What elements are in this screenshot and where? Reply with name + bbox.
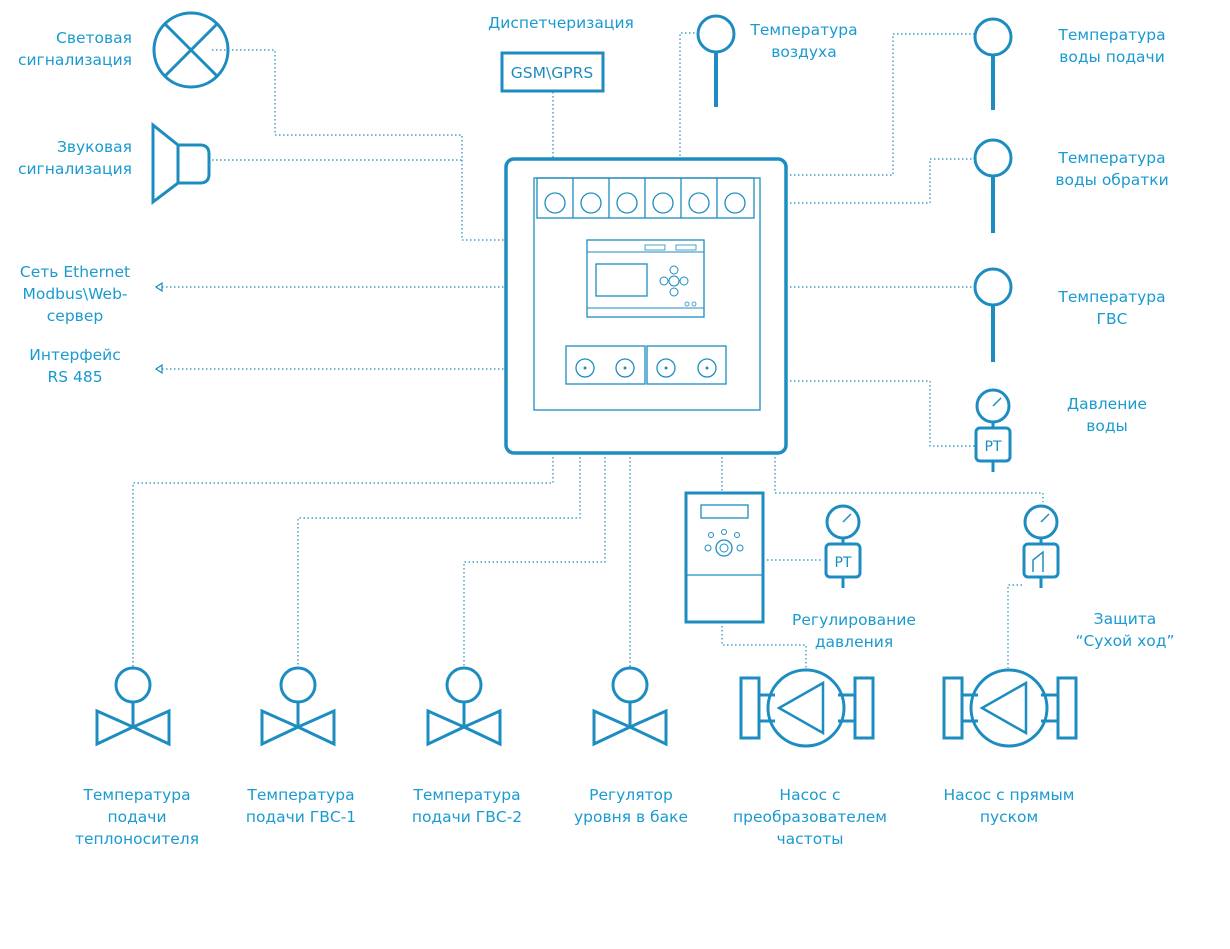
frequency-converter-icon bbox=[684, 491, 765, 624]
dhw-temp-label: Температура ГВС bbox=[1058, 288, 1166, 328]
light-alarm-icon bbox=[152, 11, 230, 89]
pump-vfd-label: Насос с преобразователем частоты bbox=[733, 786, 887, 848]
horn-icon bbox=[151, 121, 211, 206]
valve-icon bbox=[260, 666, 336, 747]
dry-run-switch-icon bbox=[1022, 504, 1060, 588]
pt-label: PT bbox=[835, 555, 852, 571]
circuit-breakers bbox=[536, 177, 755, 219]
light-alarm-label: Световая сигнализация bbox=[17, 29, 132, 69]
pump-direct-icon bbox=[942, 668, 1078, 748]
dhw-temp-sensor-icon bbox=[973, 267, 1013, 362]
valve-supply-label: Температура подачи теплоносителя bbox=[74, 786, 200, 848]
gsm-label: GSM\GPRS bbox=[511, 64, 593, 82]
valve-dhw1-label: Температура подачи ГВС-1 bbox=[245, 786, 357, 826]
air-temp-sensor-icon bbox=[696, 14, 736, 107]
pump-vfd-icon bbox=[739, 668, 875, 748]
controller-plc bbox=[586, 239, 705, 318]
valve-icon bbox=[95, 666, 171, 747]
ethernet-arrow-icon bbox=[154, 281, 163, 293]
ethernet-label: Сеть Ethernet Modbus\Web- сервер bbox=[19, 263, 131, 325]
supply-temp-sensor-icon bbox=[973, 17, 1013, 110]
rs485-arrow-icon bbox=[154, 363, 163, 375]
rs485-label: Интерфейс RS 485 bbox=[29, 346, 121, 386]
valve-icon bbox=[592, 666, 668, 747]
valve-icon bbox=[426, 666, 502, 747]
gsm-box bbox=[500, 51, 605, 93]
connection-wires bbox=[132, 32, 1044, 668]
pump-direct-label: Насос с прямым пуском bbox=[943, 786, 1075, 826]
level-regulator-label: Регулятор уровня в баке bbox=[573, 786, 689, 826]
dispatch-label: Диспетчеризация bbox=[488, 14, 634, 32]
sound-alarm-label: Звуковая сигнализация bbox=[17, 138, 132, 178]
pressure-reg-label: Регулирование давления bbox=[792, 611, 916, 651]
pressure-transmitter-icon: PT bbox=[974, 388, 1012, 472]
return-water-temp-label: Температура воды обратки bbox=[1055, 149, 1169, 189]
dry-run-label: Защита “Сухой ход” bbox=[1075, 610, 1175, 650]
relay-modules bbox=[565, 345, 727, 385]
air-temp-label: Температура воздуха bbox=[750, 21, 858, 61]
control-cabinet bbox=[504, 157, 788, 455]
valve-dhw2-label: Температура подачи ГВС-2 bbox=[411, 786, 523, 826]
pt-label: PT bbox=[985, 439, 1002, 455]
pressure-reg-transmitter-icon: PT bbox=[824, 504, 862, 588]
supply-water-temp-label: Температура воды подачи bbox=[1058, 26, 1166, 66]
return-temp-sensor-icon bbox=[973, 138, 1013, 233]
water-pressure-label: Давление воды bbox=[1067, 395, 1147, 435]
